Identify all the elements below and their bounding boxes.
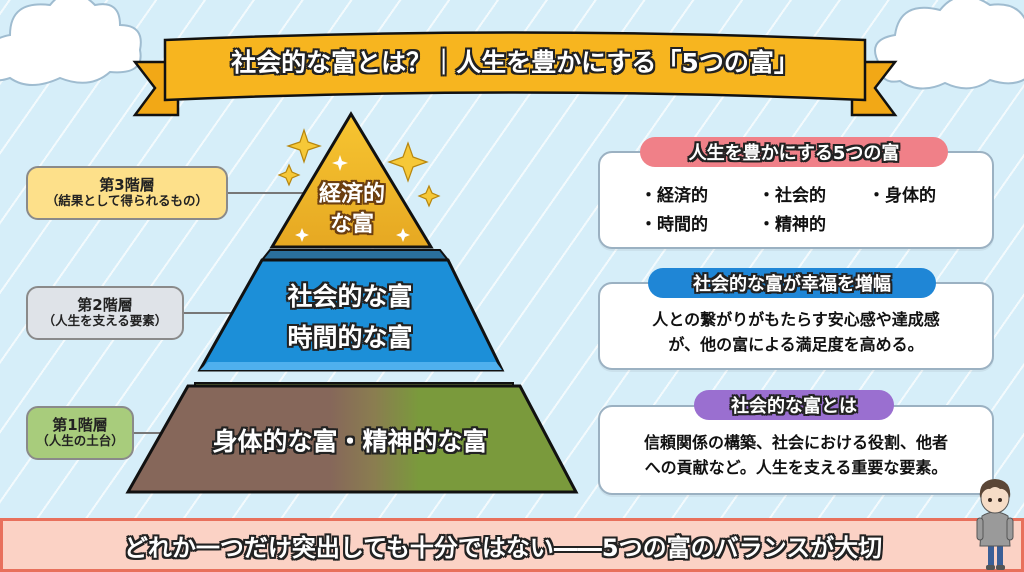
page-title: 社会的な富とは？｜人生を豊かにする「5つの富」	[231, 48, 799, 77]
tier-2-line2: 時間的な富	[287, 323, 413, 353]
definition-line2: への貢献など。人生を支える重要な要素。	[644, 457, 948, 477]
list-item: ・経済的	[640, 186, 708, 206]
tier-1-connector	[134, 432, 166, 434]
list-item: ・精神的	[758, 215, 826, 235]
tier-label-2-title: 第2階層	[77, 296, 133, 315]
title-ribbon	[132, 31, 898, 117]
tier-label-3: 第3階層 （結果として得られるもの）	[26, 166, 228, 220]
tier-label-3-title: 第3階層	[99, 176, 155, 195]
tier-label-1-subtitle: （人生の土台）	[36, 433, 124, 449]
tier-1-text: 身体的な富・精神的な富	[160, 422, 540, 458]
tier-2-connector	[184, 312, 232, 314]
amplify-line1: 人との繋がりがもたらす安心感や達成感	[652, 310, 940, 329]
tier-label-2: 第2階層 （人生を支える要素）	[26, 286, 184, 340]
five-wealth-heading: 人生を豊かにする5つの富	[640, 137, 948, 167]
tier-label-1-title: 第1階層	[52, 416, 108, 435]
tier-2-line1: 社会的な富	[287, 282, 413, 311]
cloud-right-icon	[874, 0, 1024, 90]
list-item: ・身体的	[868, 186, 936, 206]
tier-3-line1: 経済的	[318, 182, 385, 207]
tier-label-3-subtitle: （結果として得られるもの）	[45, 193, 209, 209]
five-wealth-list: ・経済的 ・社会的 ・身体的 ・時間的 ・精神的	[640, 181, 978, 235]
definition-heading: 社会的な富とは	[694, 390, 894, 420]
tier-2-text: 社会的な富 時間的な富	[250, 276, 450, 359]
tier-1-line1: 身体的な富・精神的な富	[212, 427, 488, 456]
footer-banner: どれか一つだけ突出しても十分ではない――5つの富のバランスが大切	[0, 518, 1024, 572]
definition-line1: 信頼関係の構築、社会における役割、他者	[643, 433, 948, 452]
footer-message: どれか一つだけ突出しても十分ではない――5つの富のバランスが大切	[123, 533, 883, 562]
tier-3-connector	[228, 192, 308, 194]
tier-label-1: 第1階層 （人生の土台）	[26, 406, 134, 460]
tier-3-text: 経済的 な富	[300, 180, 404, 239]
sparkle-icon	[277, 128, 441, 208]
list-item: ・時間的	[640, 215, 708, 235]
cloud-left-icon	[0, 0, 142, 86]
list-item: ・社会的	[758, 186, 826, 206]
amplify-text: 人との繋がりがもたらす安心感や達成感 が、他の富による満足度を高める。	[600, 308, 992, 358]
tier-label-2-subtitle: （人生を支える要素）	[42, 313, 168, 329]
tier-3-line2: な富	[329, 211, 374, 237]
boy-character-icon	[976, 479, 1014, 570]
five-wealth-card: ・経済的 ・社会的 ・身体的 ・時間的 ・精神的	[598, 151, 994, 249]
amplify-heading: 社会的な富が幸福を増幅	[648, 268, 936, 298]
definition-text: 信頼関係の構築、社会における役割、他者 への貢献など。人生を支える重要な要素。	[600, 431, 992, 481]
amplify-line2: が、他の富による満足度を高める。	[668, 334, 924, 354]
